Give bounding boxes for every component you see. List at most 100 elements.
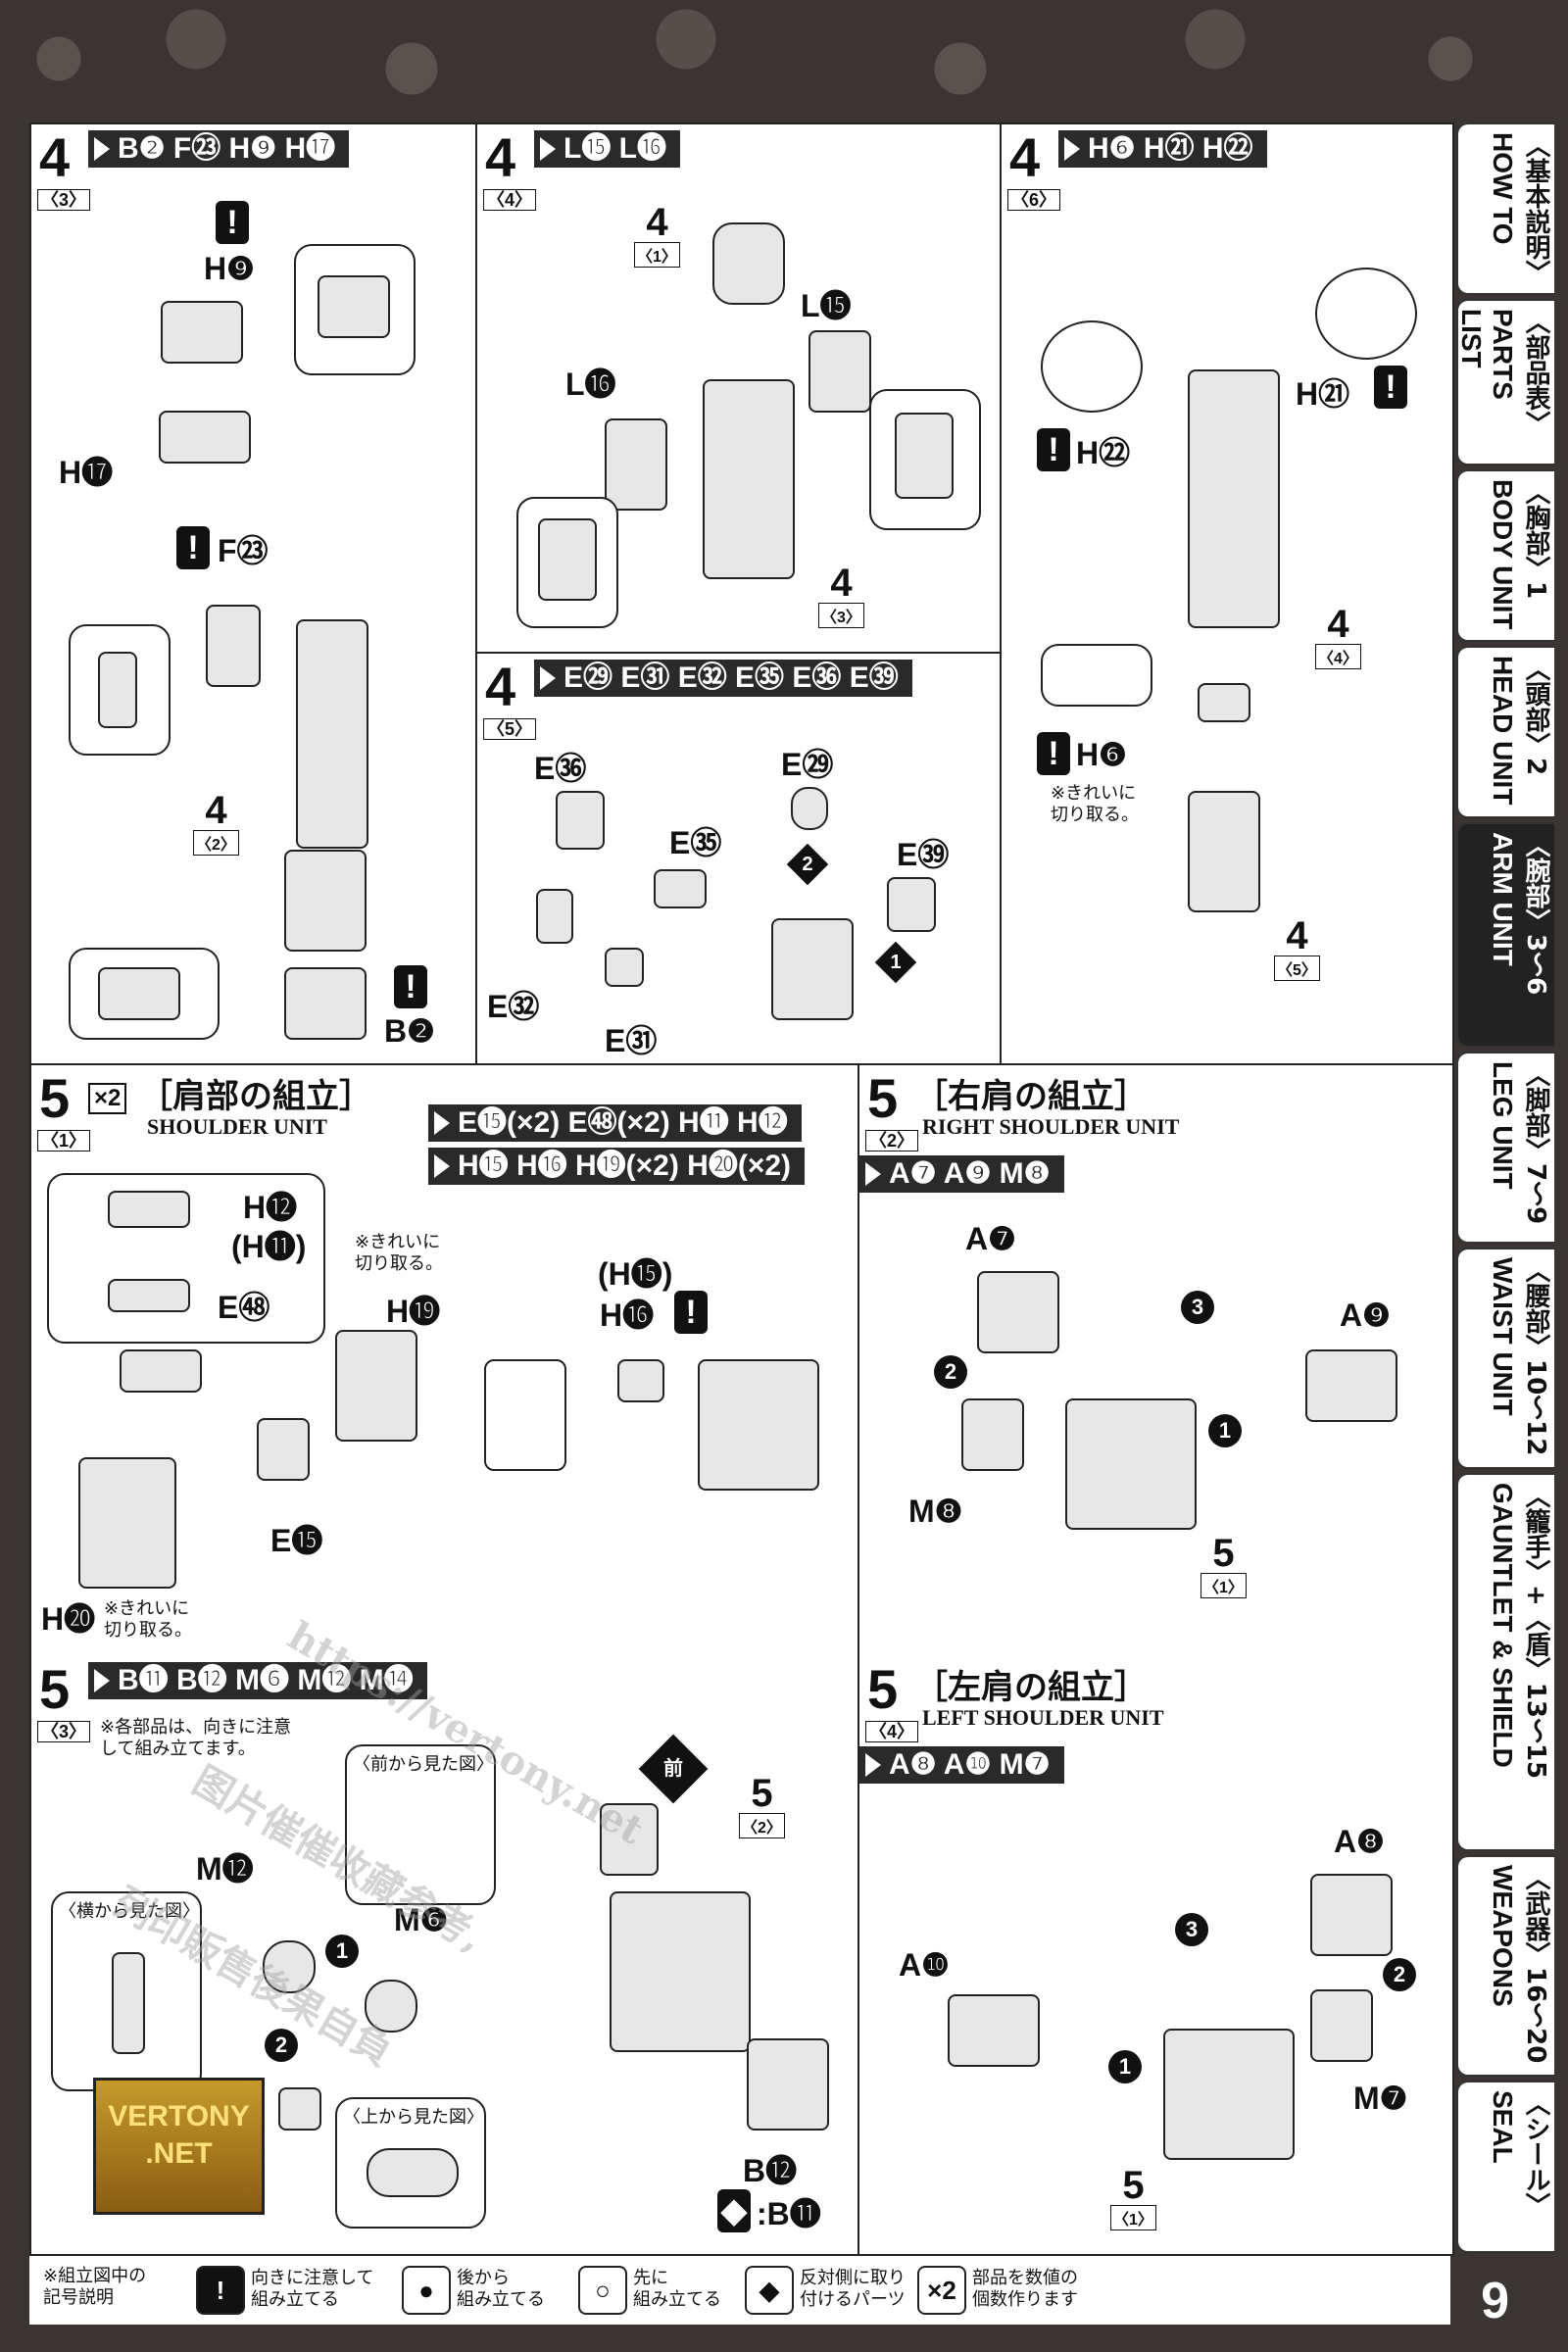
part-label-l15: L⓯ [801, 288, 852, 323]
tab-head-unit[interactable]: 〈頭部〉2 HEAD UNIT [1456, 646, 1554, 818]
part-e48-drawing [108, 1279, 190, 1312]
part-f23-drawing [206, 605, 261, 687]
detail-callout [1041, 644, 1152, 707]
part-label-e35: E㉟ [669, 825, 722, 860]
tab-arm-unit[interactable]: 〈腕部〉3〜6 ARM UNIT [1456, 822, 1554, 1048]
part-label-h12: H⓬ [243, 1190, 298, 1225]
caution-icon: ! [216, 201, 249, 244]
tab-parts-list[interactable]: 〈部品表〉 PARTS LIST [1456, 299, 1554, 466]
substep-label: 〈5〉 [483, 718, 537, 740]
step-number: 4 [39, 126, 71, 188]
part-detail-drawing [112, 1952, 145, 2054]
part-m14-drawing [278, 2087, 321, 2131]
order-2-marker: 2 [786, 843, 829, 886]
orientation-note: ※各部品は、向きに注意 して組み立てます。 [100, 1717, 292, 1759]
step-5-4-panel: 5 〈4〉 ［左肩の組立］ LEFT SHOULDER UNIT A❽ A❿ M… [858, 1656, 1454, 2256]
caution-icon: ! [394, 965, 427, 1008]
section-title-jp: ［左肩の組立］ [914, 1668, 1148, 1707]
part-h16-drawing [617, 1359, 664, 1402]
step-number: 4 [485, 656, 516, 717]
detail-callout [1315, 268, 1417, 360]
step-5-1-panel: 5 〈1〉 ×2 ［肩部の組立］ SHOULDER UNIT E⓯(×2) E㊽… [29, 1063, 859, 1660]
tab-seal[interactable]: 〈シール〉 SEAL [1456, 2081, 1554, 2253]
opposite-side-icon: ◆ [717, 2189, 751, 2232]
detail-callout [516, 497, 618, 628]
front-view-label: 〈前から見た図〉 [353, 1754, 494, 1775]
part-label-a10: A❿ [899, 1947, 950, 1983]
hand-drawing [771, 918, 854, 1020]
part-l15-drawing [808, 330, 871, 413]
step-ref: 4〈1〉 [634, 203, 680, 268]
part-label-m8: M❽ [908, 1494, 963, 1529]
shoulder-drawing [698, 1359, 819, 1491]
part-label-e15: E⓯ [270, 1523, 323, 1558]
tab-weapons[interactable]: 〈武器〉16〜20 WEAPONS [1456, 1855, 1554, 2077]
part-e15-drawing [257, 1418, 310, 1481]
front-direction-marker: 前 [638, 1734, 709, 1804]
upper-arm-drawing [703, 379, 795, 579]
parts-bar: L⓯ L⓰ [534, 130, 680, 168]
instruction-page: 4 〈3〉 B❷ F㉓ H❾ H⓱ ! H❾ H⓱ ! F㉓ 4〈2〉 ! B❷… [29, 122, 1454, 2256]
part-label-l16: L⓰ [565, 367, 616, 402]
part-e35-drawing [654, 869, 707, 908]
part-label-h15: (H⓯) [598, 1256, 673, 1292]
detail-callout [47, 1173, 325, 1344]
part-e36-drawing [556, 791, 605, 850]
cut-note: ※きれいに 切り取る。 [104, 1598, 192, 1641]
cut-note: ※きれいに 切り取る。 [355, 1232, 443, 1274]
symbol-legend: ※組立図中の 記号説明 !向きに注意して 組み立てる ●後から 組み立てる ○先… [29, 2254, 1450, 2325]
step-ref: 5〈1〉 [1200, 1534, 1247, 1598]
part-a8-drawing [1310, 1874, 1393, 1956]
part-b12-drawing [747, 2038, 829, 2131]
order-2-marker: 2 [1383, 1958, 1416, 1991]
part-detail-drawing [538, 518, 597, 601]
part-m6-drawing [365, 1980, 417, 2033]
part-e32-drawing [536, 889, 573, 944]
side-view-label: 〈横から見た図〉 [59, 1901, 200, 1922]
part-detail-drawing [318, 275, 390, 338]
step-5-2-panel: 5 〈2〉 ［右肩の組立］ RIGHT SHOULDER UNIT A❼ A❾ … [858, 1063, 1454, 1660]
part-e31-drawing [605, 948, 644, 987]
step-4-3-panel: 4 〈3〉 B❷ F㉓ H❾ H⓱ ! H❾ H⓱ ! F㉓ 4〈2〉 ! B❷ [29, 122, 477, 1067]
part-label-e29: E㉙ [781, 747, 834, 782]
tab-how-to[interactable]: 〈基本説明〉 HOW TO [1456, 122, 1554, 295]
substep-label: 〈4〉 [865, 1721, 919, 1742]
tab-leg-unit[interactable]: 〈脚部〉7〜9 LEG UNIT [1456, 1052, 1554, 1244]
cut-note: ※きれいに 切り取る。 [1051, 783, 1139, 825]
caution-icon: ! [196, 2266, 245, 2315]
step-ref: 4〈5〉 [1274, 916, 1320, 981]
detail-callout [69, 624, 171, 756]
step-number: 4 [485, 126, 516, 188]
step-ref: 5〈2〉 [739, 1774, 785, 1838]
tab-waist-unit[interactable]: 〈腰部〉10〜12 WAIST UNIT [1456, 1248, 1554, 1469]
parts-bar: A❽ A❿ M❼ [859, 1746, 1064, 1784]
arm-frame-drawing [296, 619, 368, 849]
step-number: 5 [39, 1658, 71, 1720]
tab-body-unit[interactable]: 〈胸部〉1 BODY UNIT [1456, 469, 1554, 642]
step-4-6-panel: 4 〈6〉 H❻ H㉑ H㉒ H㉑ ! ! H㉒ 4〈4〉 ! H❻ ※きれいに… [1000, 122, 1454, 1067]
order-1-marker: 1 [874, 941, 917, 984]
shoulder-drawing [1065, 1398, 1197, 1530]
section-title-en: LEFT SHOULDER UNIT [922, 1705, 1164, 1730]
part-e29-drawing [791, 787, 828, 830]
order-3-marker: 3 [1175, 1913, 1208, 1946]
part-label-e39: E㊴ [897, 837, 950, 872]
part-label-m12: M⓬ [196, 1851, 254, 1886]
substep-label: 〈2〉 [865, 1130, 919, 1152]
caution-icon: ! [176, 526, 210, 569]
part-label-h19: H⓳ [386, 1294, 441, 1329]
substep-label: 〈3〉 [37, 189, 91, 211]
shoulder-drawing [610, 1891, 751, 2052]
part-elbow-drawing [712, 222, 785, 305]
caution-icon: ! [1037, 428, 1070, 471]
section-title-jp: ［肩部の組立］ [139, 1077, 372, 1116]
part-label-f23: F㉓ [218, 533, 269, 568]
part-h19-drawing [335, 1330, 417, 1442]
step-number: 4 [1009, 126, 1041, 188]
tab-gauntlet-shield[interactable]: 〈籠手〉+〈盾〉13〜15 GAUNTLET & SHIELD [1456, 1473, 1554, 1851]
shoulder-cap-drawing [120, 1349, 202, 1393]
detail-callout [69, 948, 220, 1040]
detail-callout: 〈横から見た図〉 [51, 1891, 202, 2091]
part-h12-drawing [108, 1191, 190, 1228]
section-title-en: RIGHT SHOULDER UNIT [922, 1114, 1180, 1139]
